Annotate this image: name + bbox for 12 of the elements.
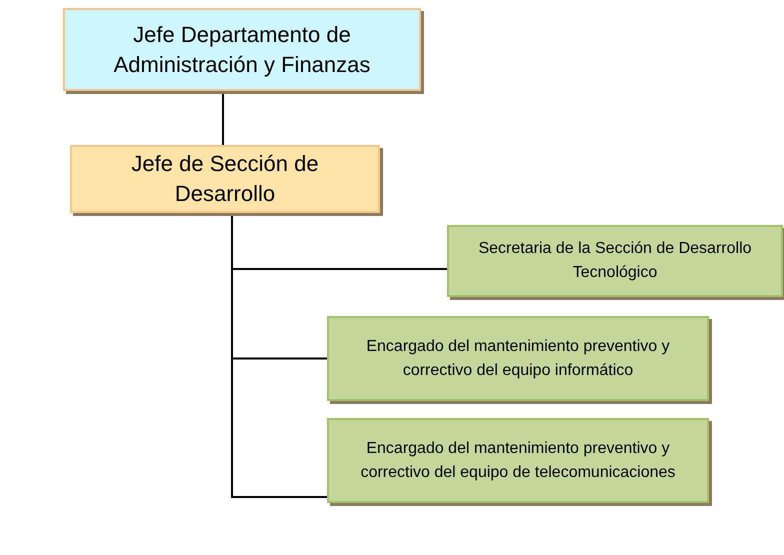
role-title: Encargado del mantenimiento preventivo y correctivo del equipo informático (365, 336, 671, 380)
role-title: Jefe de Sección de Desarrollo (130, 150, 320, 208)
connector-line (222, 91, 224, 145)
role-title: Secretaria de la Sección de Desarrollo Tecnológico (477, 239, 753, 283)
org-box (327, 418, 709, 503)
connector-line (231, 213, 327, 498)
org-box (70, 145, 380, 213)
org-box (327, 316, 709, 401)
role-title: Encargado del mantenimiento preventivo y correctivo del equipo de telecomunicaciones (360, 438, 676, 482)
org-box (63, 8, 421, 91)
org-box (447, 225, 783, 297)
role-title: Jefe Departamento de Administración y Finanzas (112, 20, 372, 79)
